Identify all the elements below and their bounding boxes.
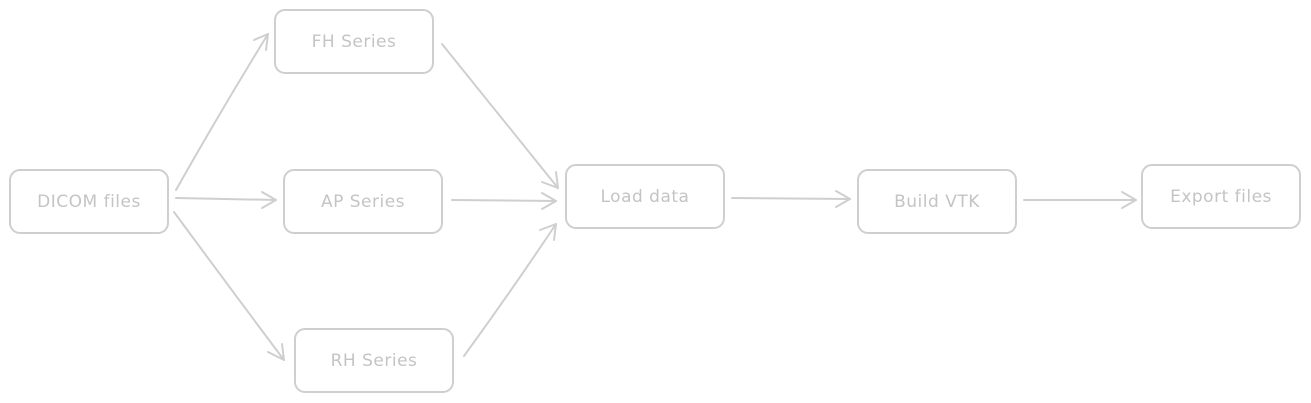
node-label-load-data: Load data — [601, 187, 690, 207]
node-label-export-files: Export files — [1170, 187, 1272, 207]
node-dicom-files: DICOM files — [9, 169, 169, 234]
node-label-dicom-files: DICOM files — [37, 192, 141, 212]
edge-load-to-build — [731, 190, 851, 208]
node-fh-series: FH Series — [274, 9, 434, 74]
node-load-data: Load data — [565, 164, 725, 229]
node-label-fh-series: FH Series — [312, 32, 397, 52]
edge-dicom-to-ap — [175, 191, 277, 209]
node-build-vtk: Build VTK — [857, 169, 1017, 234]
node-ap-series: AP Series — [283, 169, 443, 234]
edge-dicom-to-fh — [175, 33, 269, 191]
edge-rh-to-load — [463, 223, 557, 357]
edge-dicom-to-rh — [173, 211, 285, 361]
edge-fh-to-load — [441, 43, 559, 189]
node-label-build-vtk: Build VTK — [894, 192, 980, 212]
node-label-ap-series: AP Series — [321, 192, 405, 212]
edge-ap-to-load — [451, 192, 557, 210]
node-export-files: Export files — [1141, 164, 1301, 229]
edge-build-to-export — [1023, 191, 1137, 209]
node-label-rh-series: RH Series — [331, 351, 418, 371]
node-rh-series: RH Series — [294, 328, 454, 393]
